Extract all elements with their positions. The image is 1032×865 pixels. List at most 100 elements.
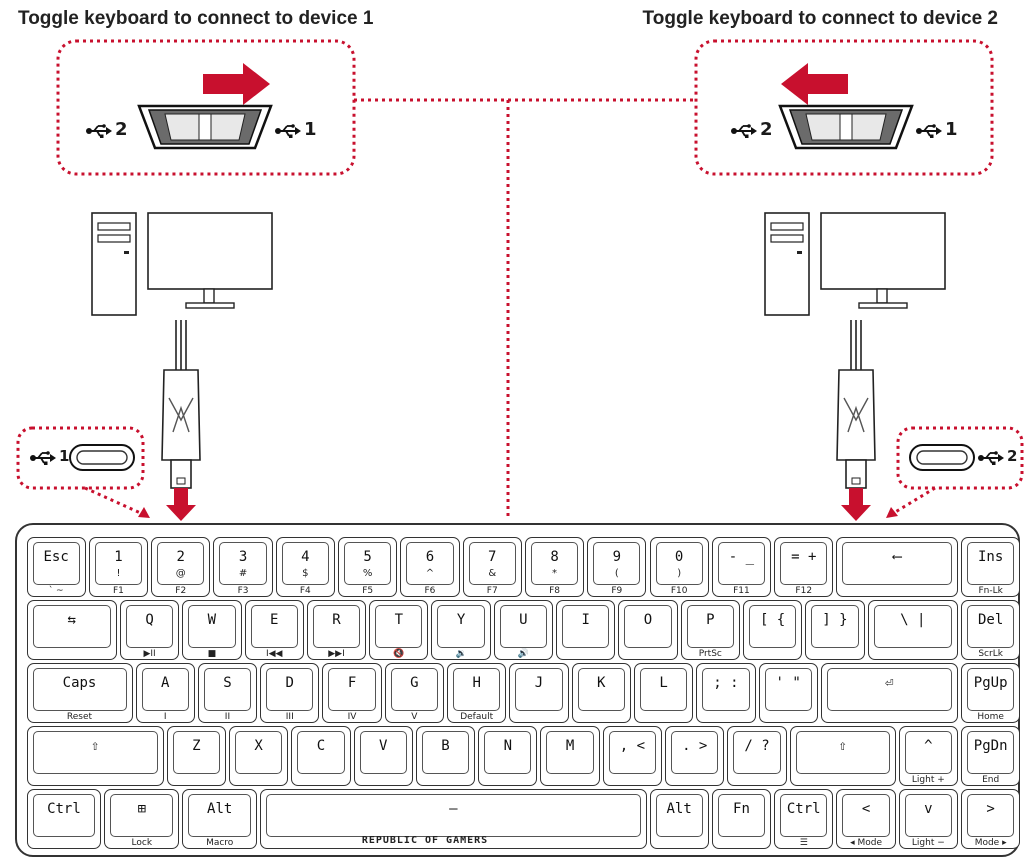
key-legend: Q: [145, 612, 154, 628]
key-cap-top: 1!: [94, 542, 143, 585]
key-legend: K: [597, 675, 606, 691]
key-cap-top: 7&: [468, 542, 516, 585]
pointer-head-right: [886, 507, 898, 518]
key-legend: ⊞: [137, 801, 147, 817]
key[interactable]: L: [633, 663, 694, 723]
key[interactable]: X: [228, 726, 289, 786]
key[interactable]: \ |: [867, 600, 958, 660]
key-cap-top: W: [188, 605, 236, 648]
key[interactable]: M: [540, 726, 600, 786]
key[interactable]: ' ": [758, 663, 818, 723]
pointer-head-left: [138, 507, 150, 518]
key-legend: ⏎: [885, 675, 894, 691]
key[interactable]: ⇧: [26, 726, 164, 786]
key-legend: = +: [791, 549, 817, 565]
key[interactable]: . >: [665, 726, 725, 786]
key[interactable]: J: [509, 663, 569, 723]
key[interactable]: Q▶II: [119, 600, 180, 660]
key-cap-top: K: [577, 668, 625, 711]
key[interactable]: Esc` ~: [26, 537, 86, 597]
key[interactable]: , <: [602, 726, 663, 786]
key[interactable]: ⇧: [789, 726, 896, 786]
key-function-legend: ▶▶I: [328, 649, 345, 659]
key[interactable]: 4$F4: [275, 537, 335, 597]
key[interactable]: Z: [166, 726, 226, 786]
arrow-left-icon: [781, 63, 848, 105]
key[interactable]: U🔊: [493, 600, 554, 660]
key[interactable]: 6^F6: [400, 537, 460, 597]
key-function-legend: F4: [299, 586, 311, 596]
key[interactable]: ; :: [696, 663, 756, 723]
key-legend: ' ": [775, 675, 801, 691]
key[interactable]: ⇆: [26, 600, 117, 660]
key[interactable]: / ?: [727, 726, 787, 786]
key[interactable]: N: [478, 726, 538, 786]
key[interactable]: R▶▶I: [306, 600, 367, 660]
key[interactable]: ^Light +: [898, 726, 958, 786]
device-2-title: Toggle keyboard to connect to device 2: [642, 8, 998, 29]
key[interactable]: K: [571, 663, 631, 723]
key-cap-top: Esc: [32, 542, 80, 585]
key[interactable]: 3#F3: [213, 537, 273, 597]
key-legend: 0: [674, 549, 684, 565]
key[interactable]: W■: [182, 600, 242, 660]
key[interactable]: 7&F7: [462, 537, 522, 597]
key[interactable]: <◂ Mode: [836, 789, 896, 849]
key-cap-top: 5%: [344, 542, 392, 585]
key[interactable]: 1!F1: [88, 537, 149, 597]
key-function-legend: F8: [549, 586, 560, 596]
key-cap-top: Alt: [188, 794, 252, 837]
key[interactable]: 0)F10: [649, 537, 709, 597]
key[interactable]: 5%F5: [338, 537, 398, 597]
key-cap-top: PgDn: [967, 731, 1015, 774]
key[interactable]: 2@F2: [151, 537, 211, 597]
key-legend: - _: [728, 549, 755, 565]
key[interactable]: - _F11: [711, 537, 772, 597]
key[interactable]: >Mode ▸: [961, 789, 1021, 849]
key[interactable]: T🔇: [369, 600, 429, 660]
key-shift-legend: !: [116, 568, 121, 579]
key[interactable]: ⊞Lock: [104, 789, 180, 849]
usb-icon: [85, 123, 113, 139]
key[interactable]: Fn: [711, 789, 772, 849]
key[interactable]: ⏎: [820, 663, 958, 723]
key-legend: 2: [176, 549, 185, 565]
usb-cable-left-icon: [161, 319, 201, 489]
key-legend: Esc: [43, 549, 69, 565]
key[interactable]: ] }: [805, 600, 865, 660]
key[interactable]: Y🔉: [431, 600, 491, 660]
key-legend: Z: [192, 738, 201, 754]
key[interactable]: B: [415, 726, 476, 786]
key-legend: Y: [456, 612, 466, 628]
key-legend: ; :: [713, 675, 739, 691]
key[interactable]: —: [260, 789, 647, 849]
key[interactable]: ⟵: [836, 537, 958, 597]
key[interactable]: O: [618, 600, 678, 660]
key[interactable]: I: [556, 600, 616, 660]
key[interactable]: [ {: [742, 600, 803, 660]
key[interactable]: C: [291, 726, 351, 786]
key-shift-legend: @: [175, 568, 186, 579]
key[interactable]: Alt: [649, 789, 709, 849]
key[interactable]: Ctrl: [26, 789, 102, 849]
key[interactable]: 9(F9: [587, 537, 647, 597]
key[interactable]: V: [353, 726, 413, 786]
key[interactable]: = +F12: [774, 537, 834, 597]
key[interactable]: Ctrl☰: [774, 789, 834, 849]
key[interactable]: 8*F8: [524, 537, 585, 597]
